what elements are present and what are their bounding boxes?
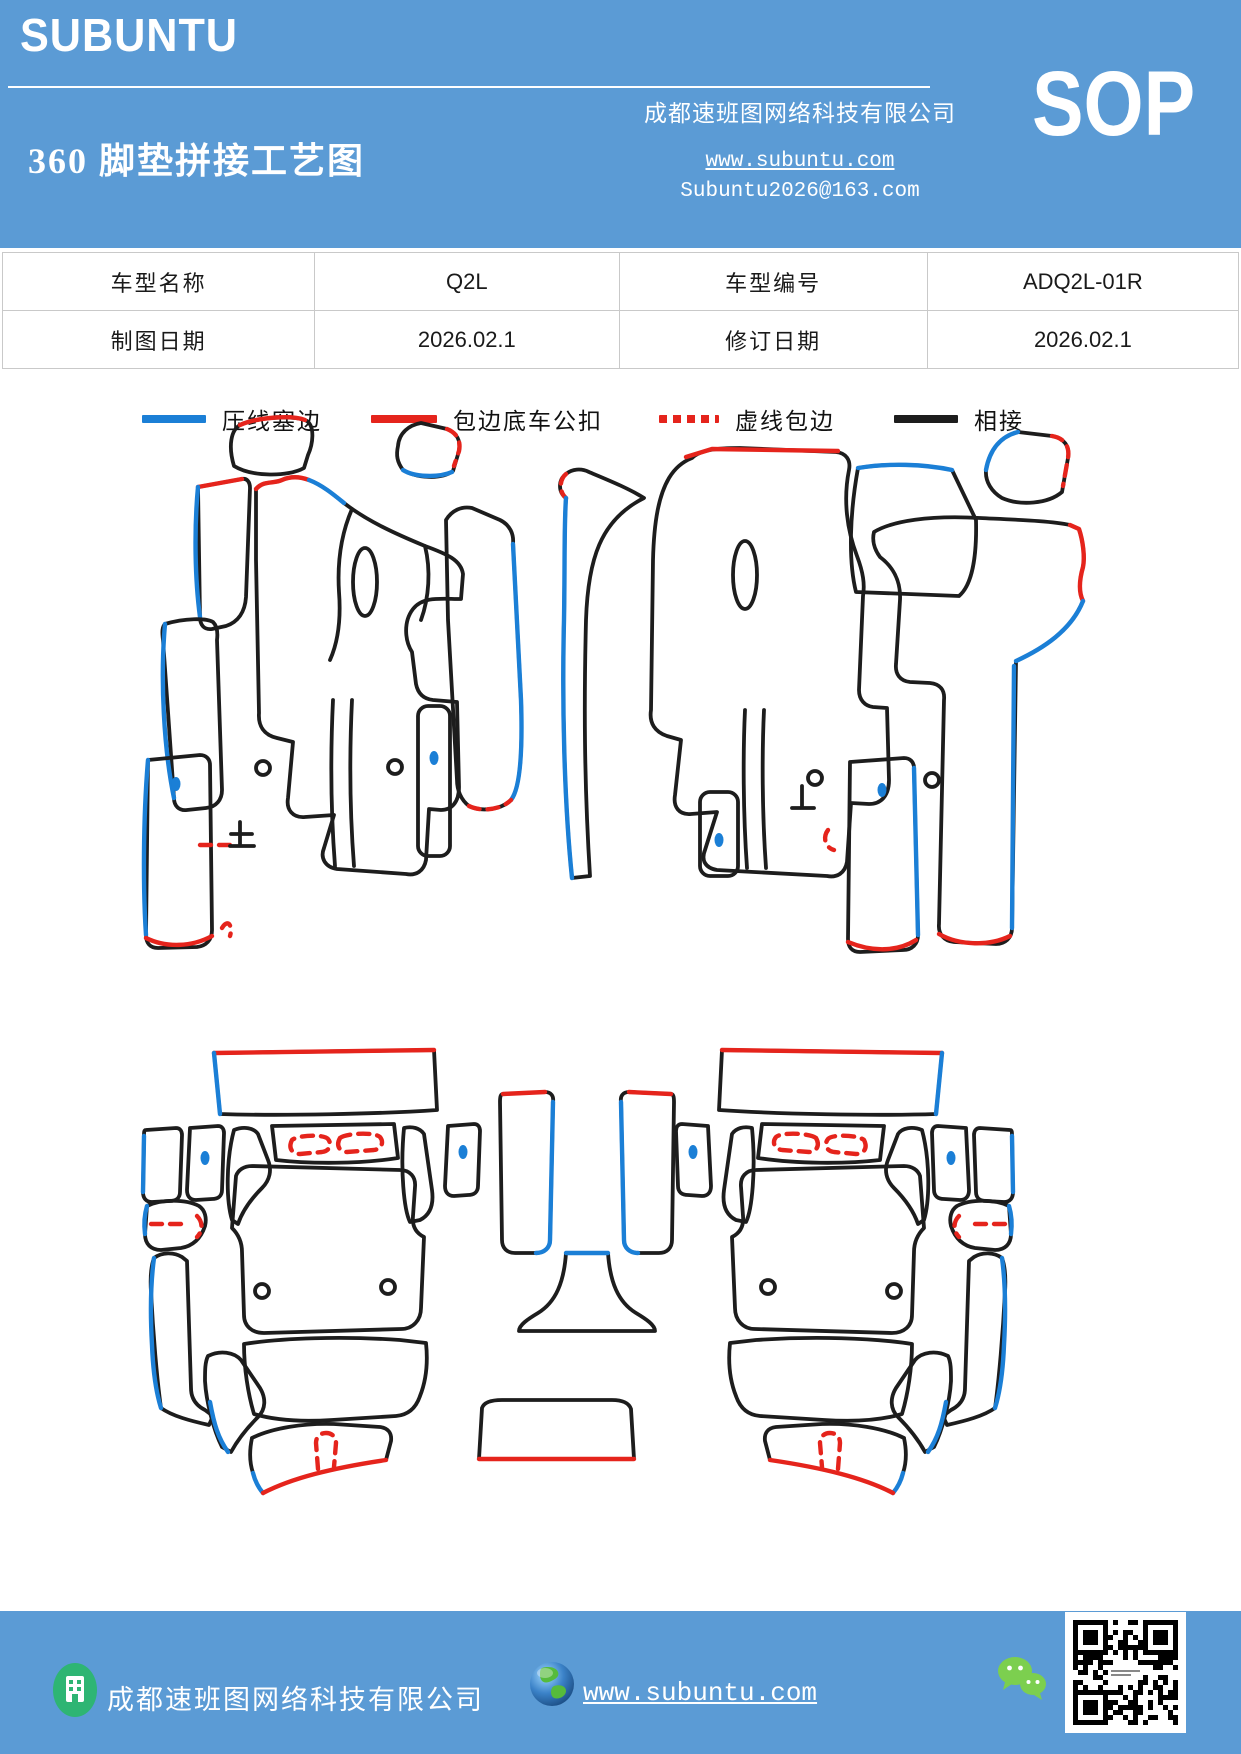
qr-code [1065, 1612, 1186, 1733]
model-name-value: Q2L [314, 252, 620, 311]
front-mats-right [558, 429, 1086, 954]
header-email: Subuntu2026@163.com [680, 180, 920, 203]
header-website-link[interactable]: www.subuntu.com [705, 150, 895, 173]
doc-type-label: SOP [1032, 53, 1196, 155]
revise-date-label: 修订日期 [618, 310, 928, 369]
table-row: 车型名称 Q2L 车型编号 ADQ2L-01R [1, 252, 1240, 311]
model-code-label: 车型编号 [618, 252, 928, 311]
footer-company: 成都速班图网络科技有限公司 [107, 1685, 484, 1715]
legend-label: 相接 [974, 409, 1024, 434]
legend-item-binding-edge: 包边底车公扣 [371, 402, 603, 436]
mat-diagram [0, 415, 1241, 1525]
blue-line-swatch [142, 415, 206, 423]
legend-label: 虚线包边 [735, 409, 835, 434]
black-line-swatch [894, 415, 958, 423]
draw-date-value: 2026.02.1 [314, 310, 620, 369]
vehicle-info-table: 车型名称 Q2L 车型编号 ADQ2L-01R 制图日期 2026.02.1 修… [1, 252, 1240, 369]
red-dashed-swatch [659, 415, 719, 423]
header-company: 成都速班图网络科技有限公司 [644, 101, 956, 126]
mat-diagram-svg [140, 415, 1086, 1496]
legend-item-press-edge: 压线塞边 [142, 402, 322, 436]
table-row: 制图日期 2026.02.1 修订日期 2026.02.1 [1, 310, 1240, 369]
line-legend: 压线塞边 包边底车公扣 虚线包边 相接 [0, 402, 1241, 436]
red-line-swatch [371, 415, 437, 423]
rear-mats-right [676, 1050, 1013, 1493]
header-banner: SUBUNTU 360 脚垫拼接工艺图 成都速班图网络科技有限公司 www.su… [0, 0, 1241, 248]
footer-website-link[interactable]: www.subuntu.com [583, 1678, 818, 1708]
rear-center-pieces [476, 1089, 676, 1462]
building-icon [53, 1663, 97, 1717]
header-divider [8, 86, 930, 88]
rear-mats-left [140, 1047, 482, 1496]
model-name-label: 车型名称 [1, 252, 316, 311]
legend-item-joint: 相接 [894, 402, 1024, 436]
page-title: 360 脚垫拼接工艺图 [28, 141, 366, 181]
legend-item-dashed-binding: 虚线包边 [659, 402, 835, 436]
front-mats-left [141, 415, 524, 950]
brand-logo: SUBUNTU [20, 9, 238, 61]
model-code-value: ADQ2L-01R [926, 252, 1240, 311]
legend-label: 包边底车公扣 [453, 409, 603, 434]
revise-date-value: 2026.02.1 [926, 310, 1240, 369]
draw-date-label: 制图日期 [1, 310, 316, 369]
wechat-icon [998, 1657, 1046, 1700]
globe-icon [530, 1662, 574, 1706]
